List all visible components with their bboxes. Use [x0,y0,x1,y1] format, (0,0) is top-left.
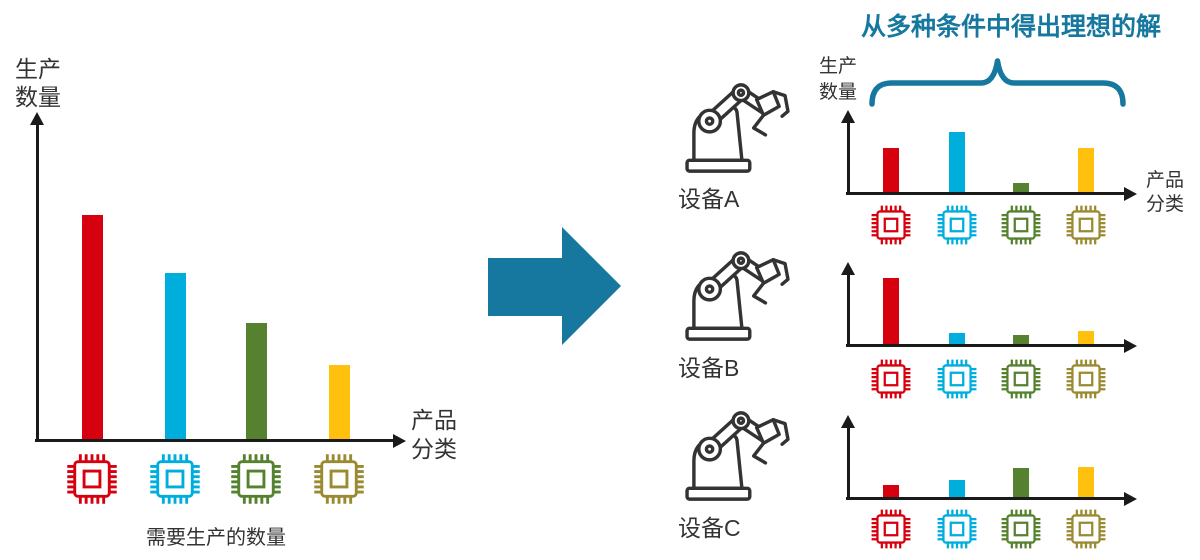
bar-chip-red [883,485,899,499]
chip-green-icon [999,507,1043,551]
brace-icon [869,58,1126,107]
left-x-axis-label: 产品 分类 [411,406,457,464]
left-y-axis-label: 生产 数量 [15,55,61,111]
right-x-axis-label-line2: 分类 [1146,194,1185,215]
left-x-axis-label-line1: 产品 [411,407,457,433]
robot-arm-icon [674,406,802,504]
y-axis [35,122,39,442]
y-axis [846,120,850,195]
chip-green-icon [999,203,1043,247]
chip-green-icon [999,357,1043,401]
chip-red-icon [869,507,913,551]
bar-chip-green [1013,335,1029,346]
chip-green-icon [228,451,284,507]
chip-red-icon [869,357,913,401]
robot-arm-icon [674,78,802,176]
bar-chip-cyan [164,273,186,441]
bar-chip-olive [1078,148,1094,194]
y-axis [846,425,850,500]
chip-cyan-icon [935,357,979,401]
x-axis-arrowhead [1124,491,1137,506]
x-axis-arrowhead [1124,338,1137,353]
y-axis [846,272,850,347]
solution-title: 从多种条件中得出理想的解 [860,13,1161,41]
left-y-axis-label-line2: 数量 [15,84,61,110]
bar-chip-cyan [949,480,965,499]
chip-cyan-icon [935,203,979,247]
chip-olive-icon [1064,507,1108,551]
bar-chip-red [81,215,103,441]
robot-arm-icon [674,246,802,344]
bar-chip-cyan [949,333,965,346]
machine-a-label: 设备A [678,186,740,212]
bar-chip-red [883,148,899,194]
x-axis [846,192,1125,195]
bar-chip-olive [1078,467,1094,499]
right-y-axis-label-line1: 生产 [819,56,858,77]
chip-olive-icon [311,451,367,507]
machine-c-label: 设备C [678,515,741,541]
y-axis-arrowhead [841,262,855,275]
right-y-axis-label-line2: 数量 [819,82,858,103]
y-axis-arrowhead [30,112,44,125]
bar-chip-olive [328,365,350,441]
left-y-axis-label-line1: 生产 [15,56,61,82]
y-axis-arrowhead [841,415,855,428]
bar-chip-green [1013,468,1029,499]
chip-red-icon [64,451,120,507]
x-axis [846,344,1125,347]
x-axis-arrowhead [1124,186,1137,201]
chip-cyan-icon [935,507,979,551]
bar-chip-red [883,278,899,346]
chip-cyan-icon [147,451,203,507]
left-x-axis-label-line2: 分类 [411,436,457,462]
right-x-axis-label-line1: 产品 [1146,170,1185,191]
bar-chip-cyan [949,132,965,194]
bar-chip-green [245,323,267,441]
x-axis [35,439,394,442]
machine-b-label: 设备B [678,355,740,381]
right-x-axis-label: 产品 分类 [1146,169,1184,217]
right-y-axis-label: 生产 数量 [819,54,857,106]
bar-chip-olive [1078,331,1094,346]
x-axis [846,497,1125,500]
bar-chip-green [1013,183,1029,194]
chip-olive-icon [1064,357,1108,401]
chip-red-icon [869,203,913,247]
left-chart-caption: 需要生产的数量 [146,527,286,549]
y-axis-arrowhead [841,110,855,123]
chip-olive-icon [1064,203,1108,247]
x-axis-arrowhead [393,433,406,448]
transform-arrow-icon [488,227,621,345]
